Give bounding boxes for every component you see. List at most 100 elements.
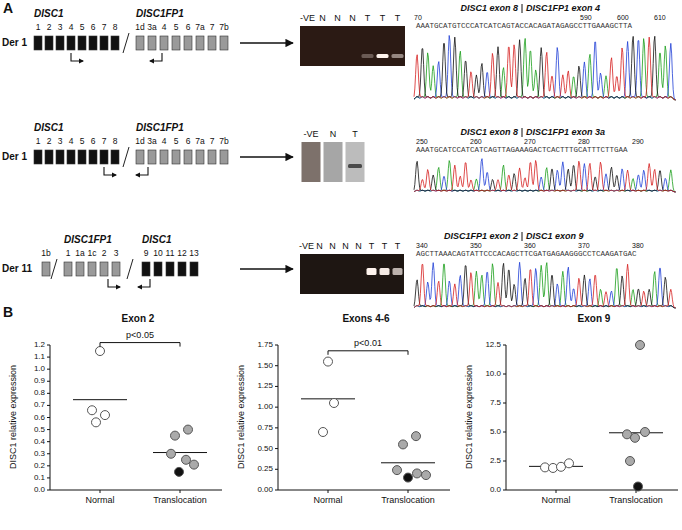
lane-label: N — [319, 14, 326, 24]
break-slash — [51, 259, 57, 279]
disc1fp1-exon — [160, 150, 168, 164]
tick-label: 0.0 — [490, 486, 501, 495]
tick-mark — [503, 490, 506, 491]
disc1fp1-exon — [172, 150, 180, 164]
x-axis — [50, 490, 222, 491]
trace-line — [414, 264, 676, 308]
disc1-exon — [45, 36, 53, 50]
junction-label: DISC1 exon 9 — [526, 232, 584, 242]
lane-label: N — [349, 14, 356, 24]
lane-label: N — [330, 130, 337, 140]
exon-number: 5 — [174, 137, 179, 146]
exon-number: 3 — [58, 23, 63, 32]
tick-mark — [47, 477, 50, 478]
tick-label: 0.1 — [34, 474, 45, 483]
exon-number: 10 — [153, 249, 162, 258]
translocation-point — [393, 466, 402, 475]
chrom-figure — [414, 4, 676, 100]
axis-title: DISC1 relative expression — [237, 365, 247, 469]
disc1-exon — [111, 150, 119, 164]
gel-figure — [302, 142, 365, 182]
p-value: p<0.05 — [126, 331, 154, 341]
panel-letter: B — [3, 305, 13, 320]
exon-number: 6 — [186, 23, 191, 32]
lane-label: N — [342, 242, 349, 252]
lane-label: -VE — [303, 130, 318, 140]
primer-arrow — [136, 167, 148, 175]
tick-label: 7.5 — [490, 399, 501, 408]
break-slash — [123, 33, 129, 53]
tick-mark — [275, 386, 278, 387]
exon-number: 1 — [66, 249, 71, 258]
tick-mark — [47, 345, 50, 346]
lane-label: N — [355, 242, 362, 252]
exon-number: 3a — [147, 23, 156, 32]
disc1fp1-exon — [100, 262, 108, 276]
tick-label: 1.00 — [257, 403, 273, 412]
normal-point — [330, 399, 339, 408]
tick-mark — [275, 345, 278, 346]
gel-figure — [300, 254, 404, 294]
lane-label: T — [395, 242, 401, 252]
sequence-text: AGCTTAAACAGTATTCCCACAGCTTCGATGAGAAGGGCCT… — [416, 250, 637, 258]
tick-mark — [503, 345, 506, 346]
tick-label: 1.0 — [34, 365, 45, 374]
tick-label: 0.5 — [34, 425, 45, 434]
chrom-panel: DISC1FP1 exon 2DISC1 exon 93403503603703… — [412, 232, 678, 310]
tick-mark — [275, 427, 278, 428]
junction-label: DISC1FP1 exon 3a — [526, 128, 605, 138]
exon-number: 5 — [80, 23, 85, 32]
tick-mark — [275, 490, 278, 491]
exon-number: 7a — [195, 23, 204, 32]
exon-number: 3a — [147, 137, 156, 146]
disc1fp1-exon — [136, 150, 144, 164]
mean-line — [381, 462, 435, 463]
tick-label: 0.6 — [34, 413, 45, 422]
tick-mark — [275, 365, 278, 366]
disc1fp1-exon — [148, 150, 156, 164]
disc1fp1-exon — [148, 36, 156, 50]
exon-number: 7b — [219, 137, 228, 146]
disc1fp1-exon — [88, 262, 96, 276]
exon-number: 8 — [113, 23, 118, 32]
position-number: 600 — [617, 14, 629, 22]
gel-image — [300, 254, 404, 294]
panel-letter: A — [3, 1, 13, 16]
position-number: 70 — [414, 14, 422, 22]
junction-label: DISC1FP1 exon 4 — [526, 4, 600, 14]
gene-name: DISC1FP1 — [136, 122, 184, 133]
map-figure — [34, 147, 228, 175]
tick-mark — [503, 461, 506, 462]
gel-panel: -VENNNTTT — [296, 14, 408, 68]
mean-line — [153, 452, 207, 453]
category-label: Translocation — [381, 496, 435, 506]
translocation-point — [636, 341, 645, 350]
translocation-point — [175, 467, 184, 476]
gel-image — [302, 142, 321, 182]
exon-number: 1 — [36, 137, 41, 146]
exon-number: 5 — [80, 137, 85, 146]
tick-label: 1.75 — [257, 341, 273, 350]
exon-number: 1b — [41, 249, 50, 258]
gel-band — [393, 268, 403, 275]
gene-name: DISC1FP1 — [64, 234, 112, 245]
trace-line — [414, 161, 676, 192]
position-number: 610 — [654, 14, 666, 22]
disc1fp1-exon — [184, 150, 192, 164]
disc1fp1-exon — [136, 36, 144, 50]
disc1-exon — [100, 150, 108, 164]
gel-band — [348, 164, 362, 168]
connector-arrow — [240, 42, 293, 43]
tick-label: 0.8 — [34, 389, 45, 398]
map-panel: Der 11DISC1FP1DISC11b11a1c23910111213 — [2, 234, 238, 304]
junction-divider — [522, 4, 523, 13]
map-panel: Der 1DISC1DISC1FP1123456781d3a4567a77b — [2, 122, 238, 192]
normal-point — [96, 347, 105, 356]
chart-title: Exons 4-6 — [342, 313, 389, 324]
chrom-panel: DISC1 exon 8DISC1FP1 exon 3a250260270280… — [412, 128, 678, 194]
exon-number: 1 — [36, 23, 41, 32]
mean-line — [73, 399, 127, 400]
disc1-exon — [100, 36, 108, 50]
translocation-point — [190, 460, 199, 469]
